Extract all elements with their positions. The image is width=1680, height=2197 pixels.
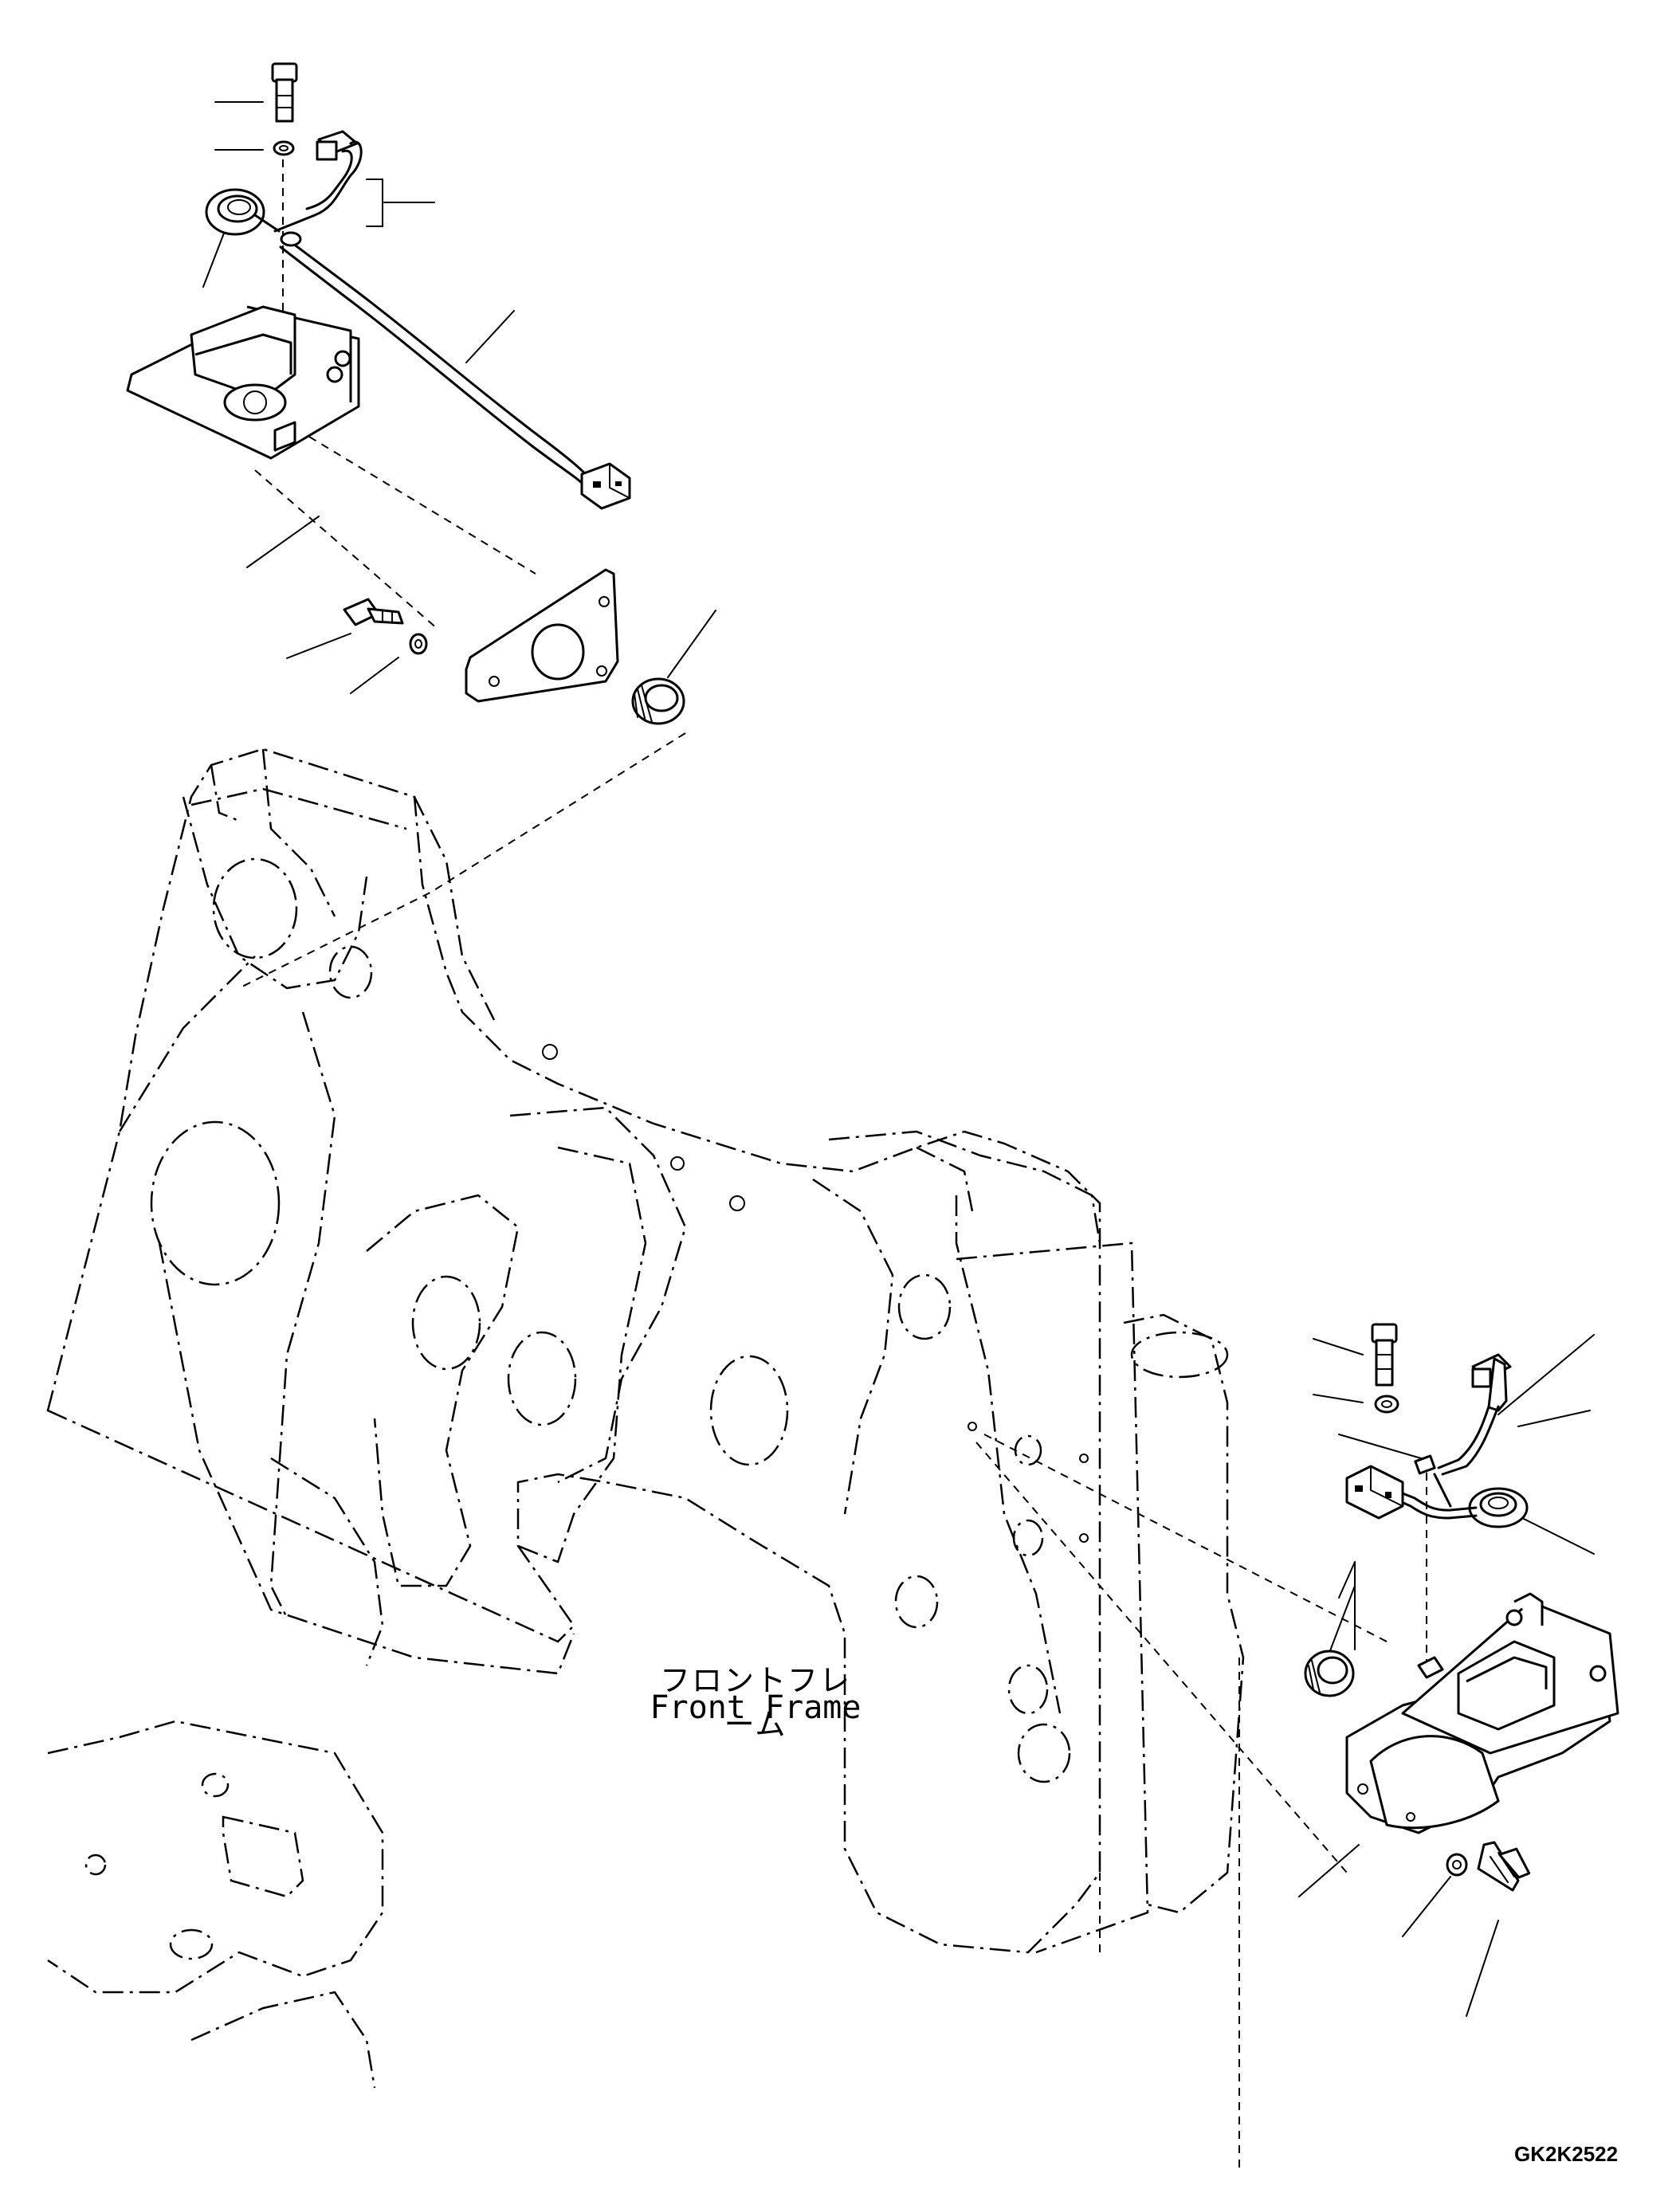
sensor-bracket-bottom (1345, 1592, 1619, 1834)
flange-bolt-bottom (1477, 1841, 1531, 1892)
front-frame (46, 747, 1245, 2168)
flange-bolt-top (343, 598, 404, 626)
connector-top-small (273, 130, 363, 233)
frame-label-english: Front Frame (650, 1689, 862, 1726)
drawing-code: GK2K2522 (1514, 2142, 1619, 2166)
washer-bottom (1374, 1395, 1399, 1414)
upper-sensor-assembly (126, 62, 685, 725)
seal-ring-bottom (1304, 1650, 1355, 1697)
bolt-top (271, 62, 298, 123)
frame-label-japanese: フロントフレーム (659, 1663, 851, 1742)
sensor-wire-top (285, 237, 591, 480)
lower-sensor-assembly (1304, 1323, 1619, 1892)
washer-lower (1446, 1853, 1468, 1877)
washer-mid-top (409, 633, 428, 655)
seal-ring-top (631, 677, 685, 725)
washer-top (273, 140, 295, 156)
sensor-bracket-top (126, 305, 360, 460)
mount-plate-top (465, 568, 619, 703)
connector-bottom-small (1437, 1353, 1512, 1476)
leader-lines (202, 101, 1595, 2017)
bolt-bottom (1371, 1323, 1398, 1387)
ring-grommet-top (205, 188, 281, 236)
connector-end-bottom (1345, 1465, 1404, 1520)
connector-end-top (580, 462, 631, 510)
ring-grommet-bottom (1468, 1487, 1529, 1528)
